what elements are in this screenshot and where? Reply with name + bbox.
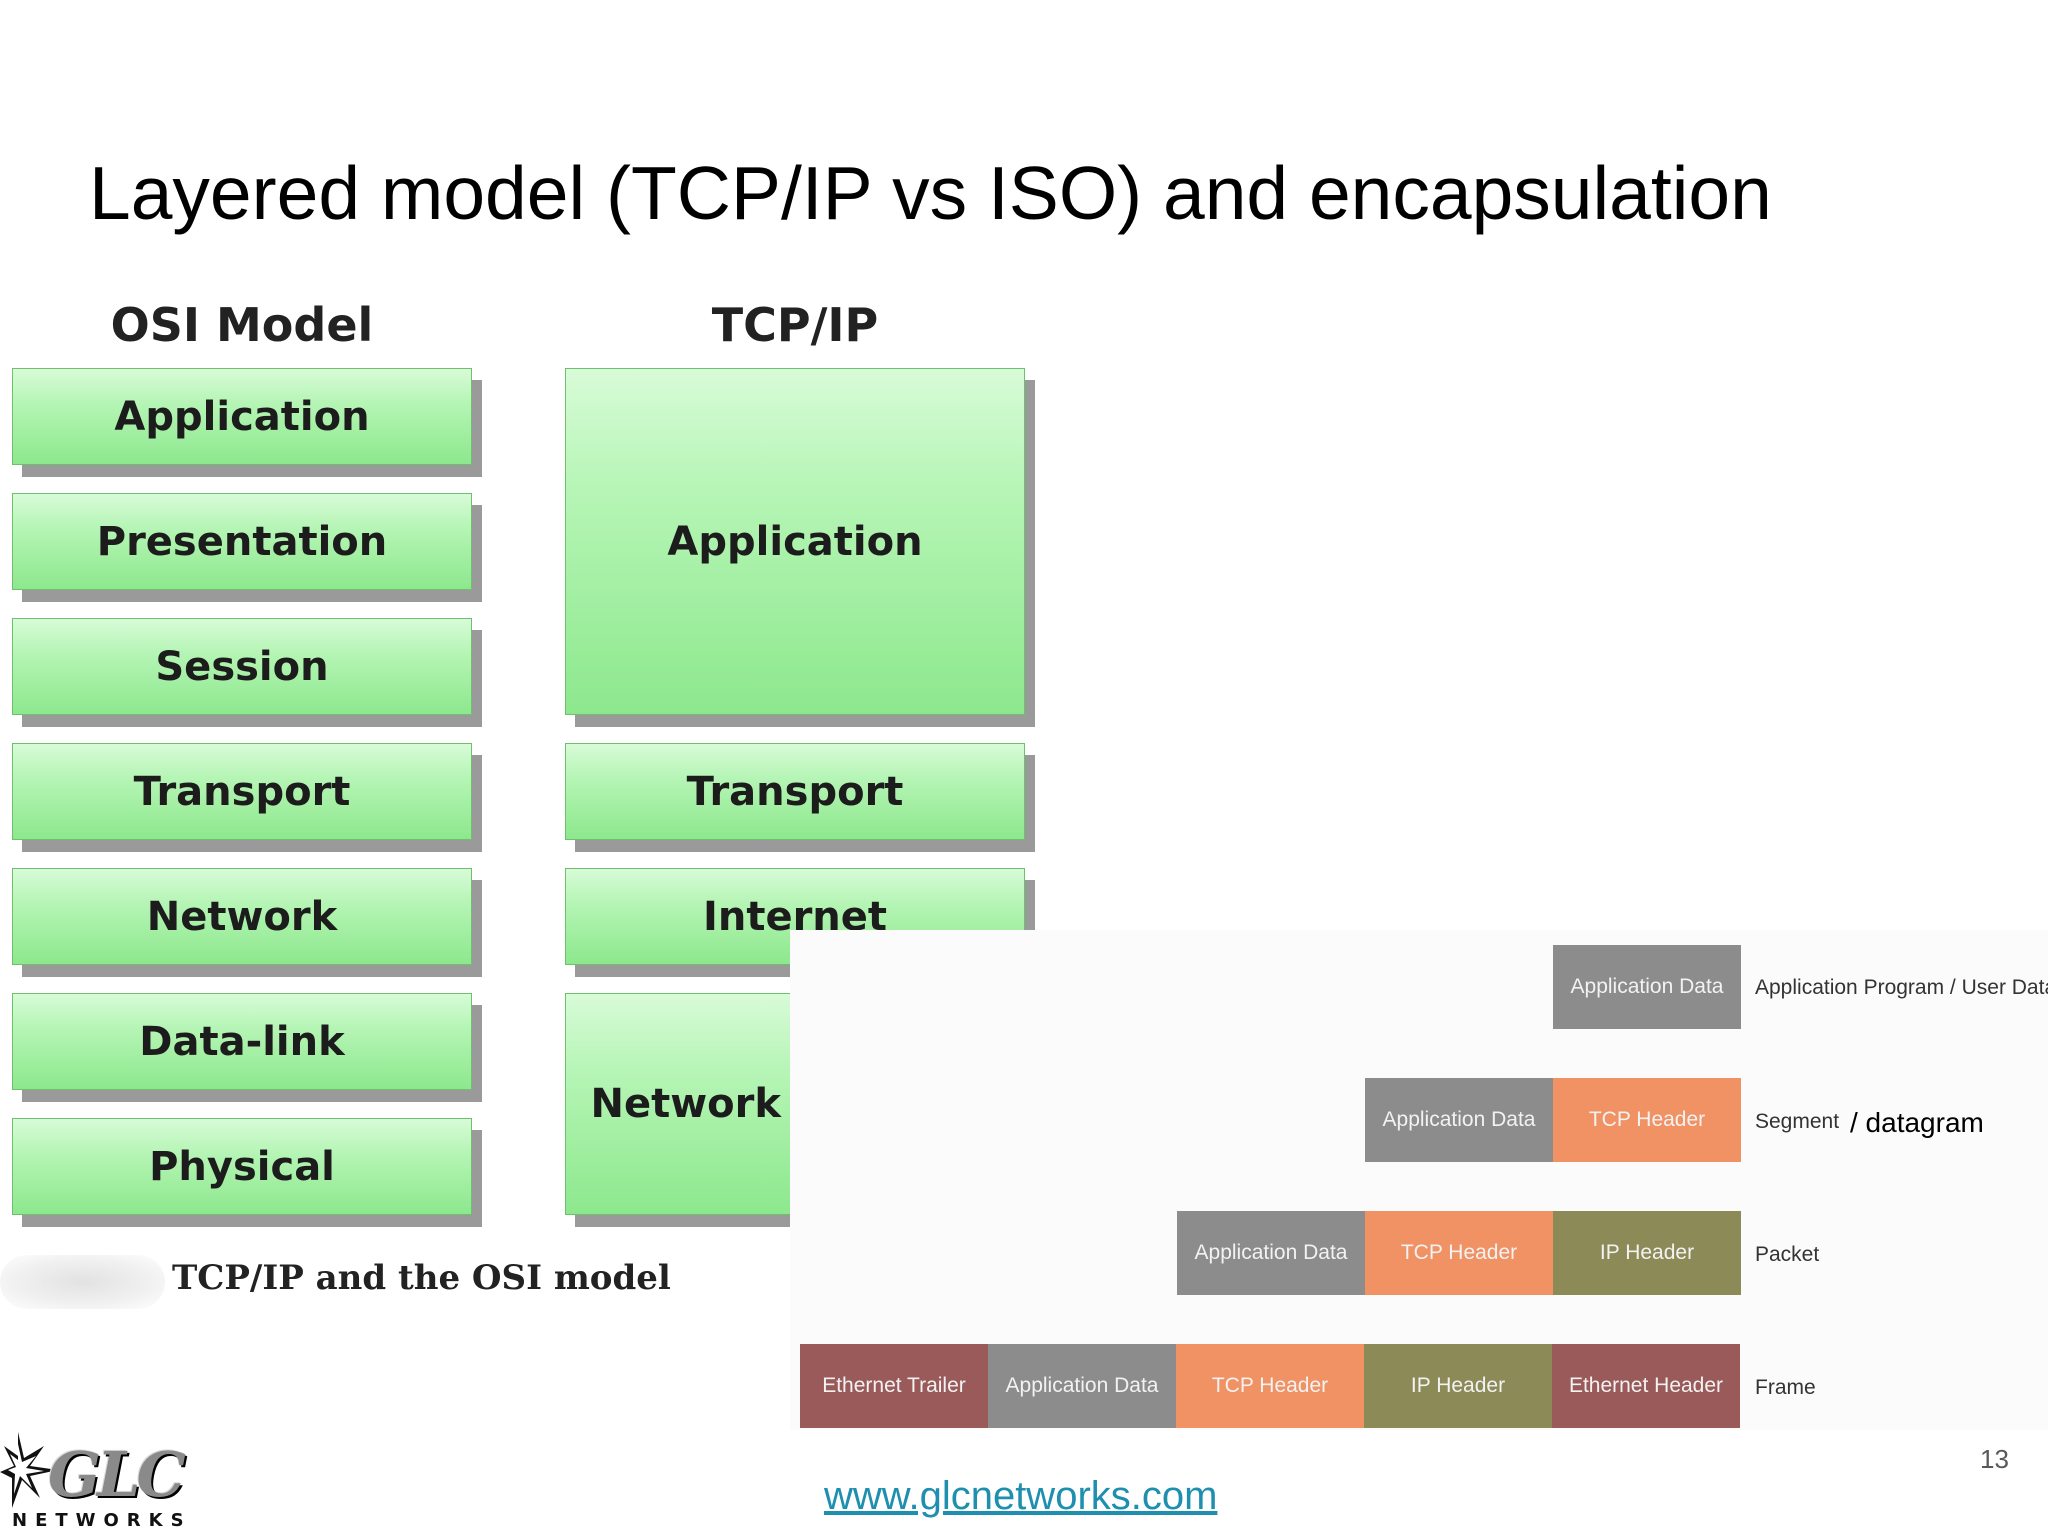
enc-row4-tcp-header: TCP Header	[1176, 1344, 1364, 1428]
enc-row2-label: Segment	[1755, 1110, 1840, 1133]
osi-heading: OSI Model	[110, 298, 374, 352]
enc-row4-application-data: Application Data	[988, 1344, 1176, 1428]
diagram-caption: TCP/IP and the OSI model	[172, 1258, 671, 1298]
page-number: 13	[1980, 1444, 2009, 1474]
tcpip-layer-application: Application	[565, 368, 1025, 715]
osi-layer-session: Session	[12, 618, 472, 715]
enc-row4-ethernet-trailer: Ethernet Trailer	[800, 1344, 988, 1428]
osi-layer-physical: Physical	[12, 1118, 472, 1215]
enc-row2-note: / datagram	[1850, 1107, 1984, 1138]
tcpip-heading: TCP/IP	[711, 298, 879, 352]
caption-smudge	[0, 1255, 165, 1309]
enc-row3-label: Packet	[1755, 1243, 1820, 1266]
osi-layer-presentation: Presentation	[12, 493, 472, 590]
enc-row2-application-data: Application Data	[1365, 1078, 1553, 1162]
enc-row1-application-data: Application Data	[1553, 945, 1741, 1029]
logo-star-icon	[0, 1432, 58, 1508]
enc-row4-ip-header: IP Header	[1364, 1344, 1552, 1428]
glc-logo: GLC NETWORKS	[0, 1432, 200, 1536]
enc-row4-ethernet-header: Ethernet Header	[1552, 1344, 1740, 1428]
tcpip-layer-transport: Transport	[565, 743, 1025, 840]
osi-layer-datalink: Data-link	[12, 993, 472, 1090]
slide-title: Layered model (TCP/IP vs ISO) and encaps…	[89, 151, 1772, 235]
enc-row3-ip-header: IP Header	[1553, 1211, 1741, 1295]
osi-layer-transport: Transport	[12, 743, 472, 840]
osi-layer-network: Network	[12, 868, 472, 965]
osi-layer-application: Application	[12, 368, 472, 465]
logo-text: GLC	[48, 1438, 186, 1511]
enc-row3-application-data: Application Data	[1177, 1211, 1365, 1295]
enc-row4-label: Frame	[1755, 1376, 1816, 1399]
enc-row1-label: Application Program / User Data	[1755, 976, 2048, 999]
enc-row3-tcp-header: TCP Header	[1365, 1211, 1553, 1295]
logo-subtext: NETWORKS	[12, 1510, 192, 1531]
enc-row2-tcp-header: TCP Header	[1553, 1078, 1741, 1162]
website-link[interactable]: www.glcnetworks.com	[824, 1474, 1218, 1518]
